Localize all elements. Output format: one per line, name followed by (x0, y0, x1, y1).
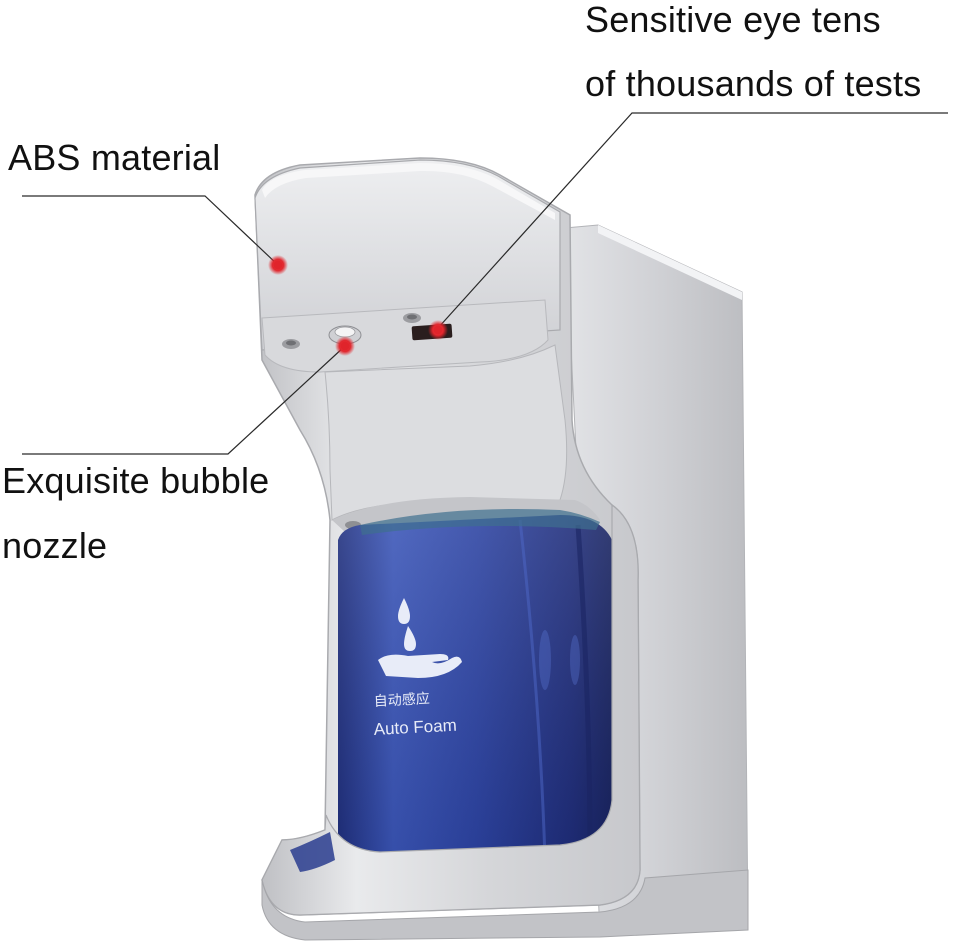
sensor-label-line2: of thousands of tests (585, 63, 922, 104)
bottle-text-en: Auto Foam (373, 716, 457, 739)
nozzle-label-line1: Exquisite bubble (2, 460, 270, 501)
bottle-text-cn: 自动感应 (373, 690, 430, 710)
dispenser-base (261, 869, 749, 941)
callout-leader-lines (22, 112, 948, 455)
liquid-reservoir (338, 509, 614, 868)
sensor-label-line1: Sensitive eye tens (585, 0, 881, 40)
hand-drop-icon (378, 598, 462, 678)
abs-material-leader (22, 195, 279, 266)
dispenser-head (254, 159, 561, 351)
nozzle-label-line2: nozzle (2, 525, 108, 566)
sensor-leader (437, 112, 948, 329)
nozzle-leader (22, 345, 346, 455)
callout-markers (268, 255, 448, 356)
abs-material-label: ABS material (8, 137, 221, 178)
